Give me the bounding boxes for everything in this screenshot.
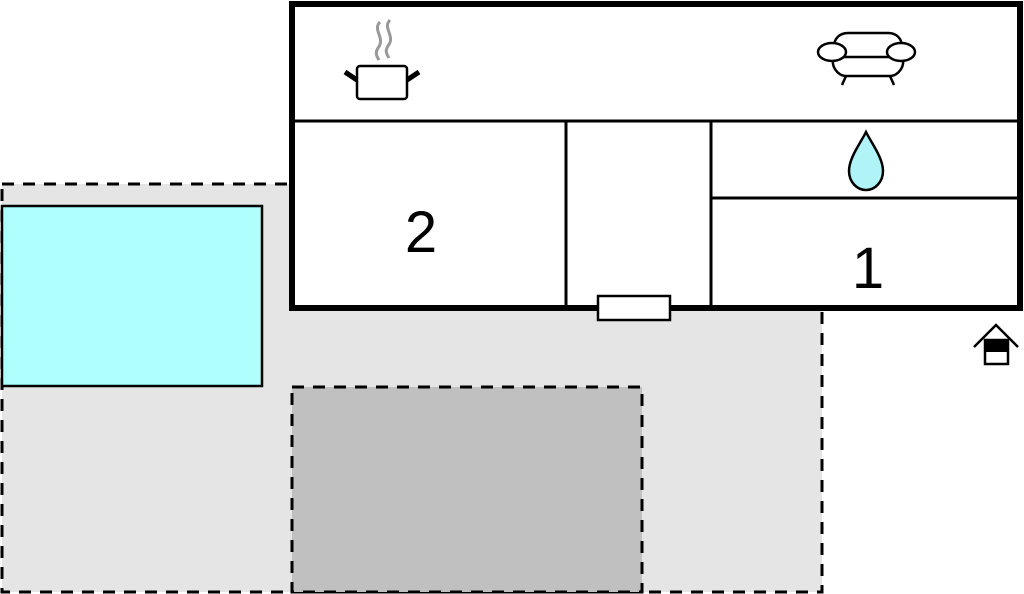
sofa-icon (816, 31, 917, 86)
parking-area (290, 385, 644, 594)
cooking-pot-icon (343, 18, 421, 101)
room-label-2: 2 (405, 200, 437, 265)
room-label-1: 1 (852, 236, 884, 301)
entrance-door (596, 294, 672, 322)
swimming-pool (0, 204, 264, 388)
water-drop-icon (847, 129, 885, 192)
house-entrance-icon (973, 323, 1019, 366)
